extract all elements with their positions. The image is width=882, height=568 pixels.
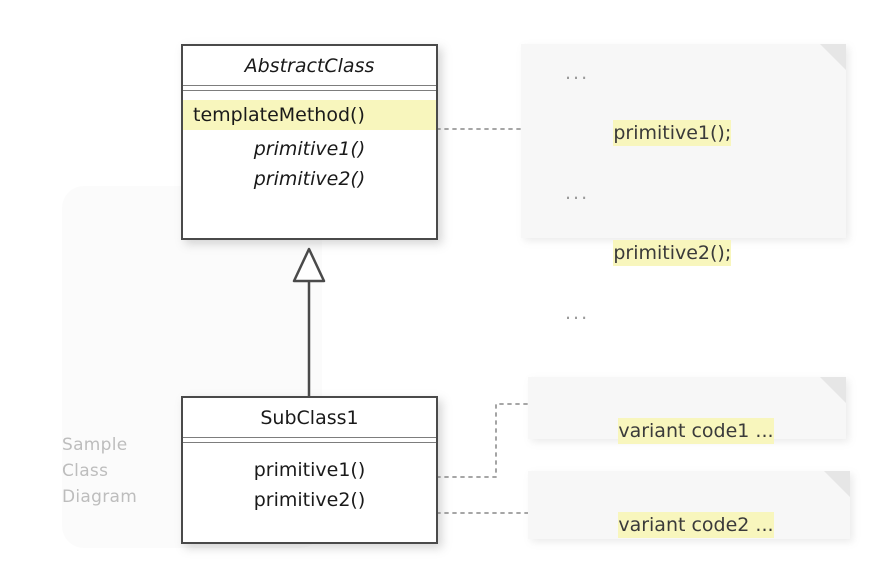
member-abstract-primitive2[interactable]: primitive2() xyxy=(253,168,366,190)
note-line-primitive1-call: primitive1(); xyxy=(521,88,846,178)
note-body: ... primitive1(); ... primitive2(); ... xyxy=(521,44,846,342)
member-abstract-primitive1[interactable]: primitive1() xyxy=(253,138,366,160)
class-members-abstract-class: templateMethod() primitive1() primitive2… xyxy=(183,91,436,204)
note-variant-code2[interactable]: variant code2 ... xyxy=(528,471,850,539)
note-line-text: variant code2 ... xyxy=(618,512,774,538)
watermark-line-2: Class xyxy=(62,461,109,481)
note-line-ellipsis-3: ... xyxy=(565,302,590,324)
note-line-ellipsis-2: ... xyxy=(565,182,590,204)
class-box-subclass1[interactable]: SubClass1 primitive1() primitive2() xyxy=(181,396,438,544)
note-line-text: primitive1(); xyxy=(613,120,732,146)
note-line-ellipsis-1: ... xyxy=(565,62,590,84)
watermark-line-3: Diagram xyxy=(62,487,138,507)
note-fold-corner-icon xyxy=(820,44,846,70)
member-subclass-primitive2[interactable]: primitive2() xyxy=(253,489,366,511)
note-line-variant-code1: variant code1 ... xyxy=(528,386,846,476)
class-name-abstract-class: AbstractClass xyxy=(244,55,375,77)
note-line-variant-code2: variant code2 ... xyxy=(528,480,850,568)
note-line-text: variant code1 ... xyxy=(618,418,774,444)
note-body: variant code1 ... xyxy=(528,377,846,485)
note-line-primitive2-call: primitive2(); xyxy=(521,208,846,298)
class-box-abstract-class[interactable]: AbstractClass templateMethod() primitive… xyxy=(181,44,438,240)
watermark-label: Sample Class Diagram xyxy=(62,432,202,510)
note-template-method-body[interactable]: ... primitive1(); ... primitive2(); ... xyxy=(521,44,846,324)
note-anchor-primitive1 xyxy=(428,403,529,478)
note-fold-corner-icon xyxy=(824,471,850,497)
class-section-divider xyxy=(183,85,436,91)
class-section-divider xyxy=(183,437,436,443)
note-body: variant code2 ... xyxy=(528,471,850,568)
note-variant-code1[interactable]: variant code1 ... xyxy=(528,377,846,444)
class-members-subclass1: primitive1() primitive2() xyxy=(183,443,436,525)
watermark-line-1: Sample xyxy=(62,435,128,455)
note-fold-corner-icon xyxy=(820,377,846,403)
class-name-subclass1: SubClass1 xyxy=(260,407,359,429)
note-line-text: primitive2(); xyxy=(613,240,732,266)
member-subclass-primitive1[interactable]: primitive1() xyxy=(253,459,366,481)
member-template-method[interactable]: templateMethod() xyxy=(183,100,436,130)
